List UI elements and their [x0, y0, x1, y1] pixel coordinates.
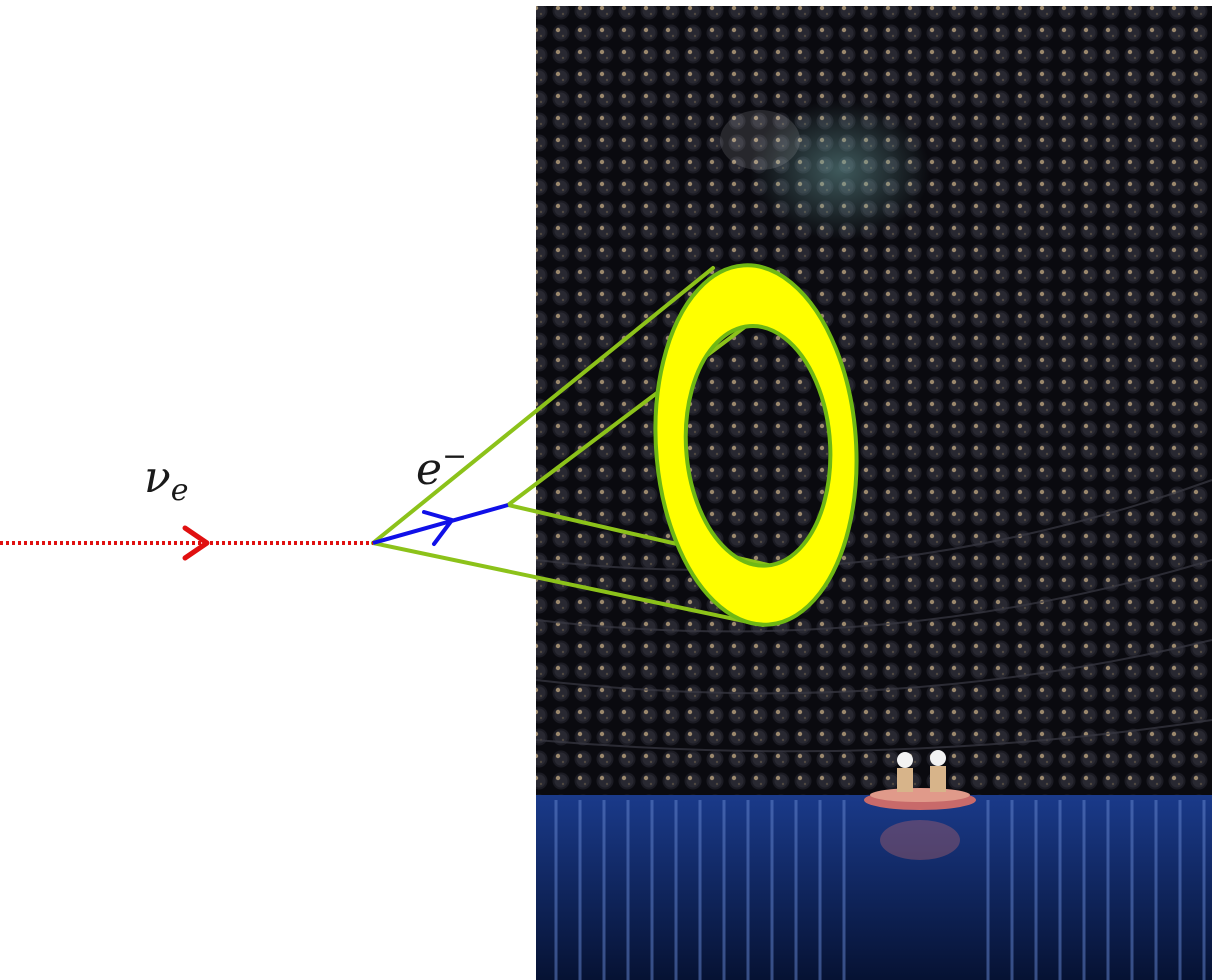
neutrino-label: νe	[144, 452, 189, 508]
neutrino-arrow	[0, 525, 373, 561]
cherenkov-ring-icon	[653, 263, 859, 627]
water-reflections	[554, 800, 1206, 980]
electron-label: e−	[416, 439, 467, 495]
electron-arrow	[372, 503, 509, 546]
boat-icon	[864, 750, 976, 860]
detector-photo-icon	[536, 6, 1212, 980]
water-surface	[536, 795, 1212, 980]
